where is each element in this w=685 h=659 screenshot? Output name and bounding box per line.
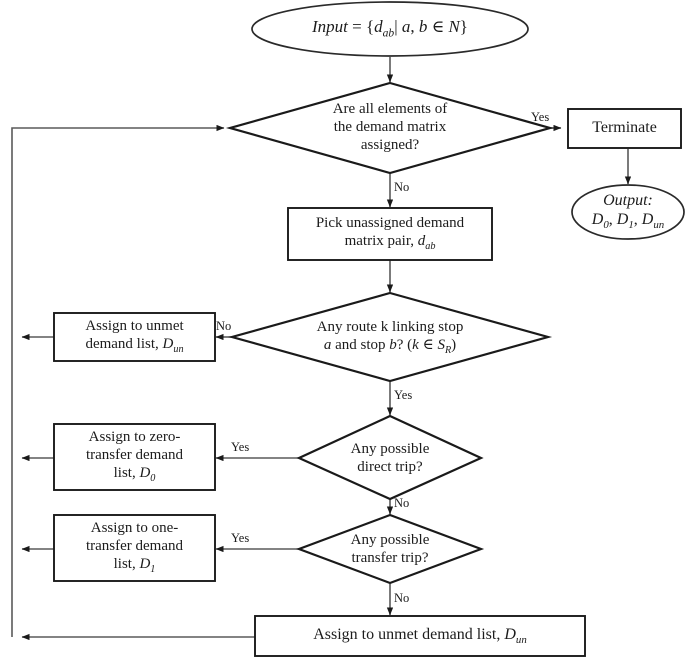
node-assign-unmet-top-label: Assign to unmet demand list, Dun [85,318,184,355]
edge-label-direct-no: No [394,496,410,510]
node-assign-unmet-bottom-shape [254,615,586,657]
decision-all-assigned-line-3: assigned? [360,136,420,153]
node-input-shape [251,1,529,57]
decision-direct-line-1: Any possible [350,441,430,458]
edge-label-route-no: No [216,319,232,333]
edge-feedback-bus-to-decision-all-assigned [11,124,225,637]
edge-label-transfer-no: No [394,591,410,605]
node-decision-route-shape [227,291,553,383]
node-output-shape [571,184,685,240]
edge-label-transfer-yes: Yes [231,531,250,545]
node-terminate-label: Terminate [568,110,681,147]
decision-all-assigned-line-2: the demand matrix [333,119,447,136]
node-assign-zero-transfer-shape [53,423,216,491]
assign-zero-transfer-line-2: transfer demand [85,446,184,463]
node-decision-transfer-label: Any possible transfer trip? [305,529,475,571]
node-decision-all-assigned-shape [225,81,555,175]
assign-one-transfer-line-2: transfer demand [85,537,184,554]
node-assign-unmet-bottom-label: Assign to unmet demand list, Dun [313,625,527,647]
node-pick-pair-shape [287,207,493,261]
node-decision-transfer-shape [295,513,485,585]
edge-label-direct-yes: Yes [231,440,250,454]
edge-label-route-yes: Yes [394,388,413,402]
node-pick-pair-label: Pick unassigned demand matrix pair, dab [315,215,465,252]
node-input-label: Input = {dab| a, b ∈ N} [312,17,468,40]
decision-direct-line-2: direct trip? [357,459,423,475]
edge-label-all-assigned-yes: Yes [531,110,550,124]
decision-transfer-line-2: transfer trip? [351,550,429,566]
node-decision-direct-label: Any possible direct trip? [310,438,470,480]
node-output-label: Output: D0, D1, Dun [591,192,665,232]
node-terminate-shape [567,108,682,149]
terminate-line-1: Terminate [592,119,657,137]
node-assign-unmet-top-shape [53,312,216,362]
node-assign-one-transfer-shape [53,514,216,582]
pick-pair-line-1: Pick unassigned demand [315,215,465,232]
node-assign-zero-transfer-label: Assign to zero- transfer demand list, D0 [85,429,184,484]
edge-label-all-assigned-no: No [394,180,410,194]
assign-one-transfer-line-1: Assign to one- [90,520,179,537]
node-decision-route-label: Any route k linking stop a and stop b? (… [316,319,464,356]
assign-zero-transfer-line-1: Assign to zero- [88,429,181,446]
decision-all-assigned-line-1: Are all elements of [332,101,448,118]
node-assign-one-transfer-label: Assign to one- transfer demand list, D1 [85,520,184,575]
node-decision-direct-shape [296,414,484,501]
decision-route-line-1: Any route k linking stop [316,319,464,336]
decision-transfer-line-1: Any possible [350,532,430,549]
assign-unmet-top-line-1: Assign to unmet [85,318,184,335]
node-decision-all-assigned-label: Are all elements of the demand matrix as… [288,96,492,160]
